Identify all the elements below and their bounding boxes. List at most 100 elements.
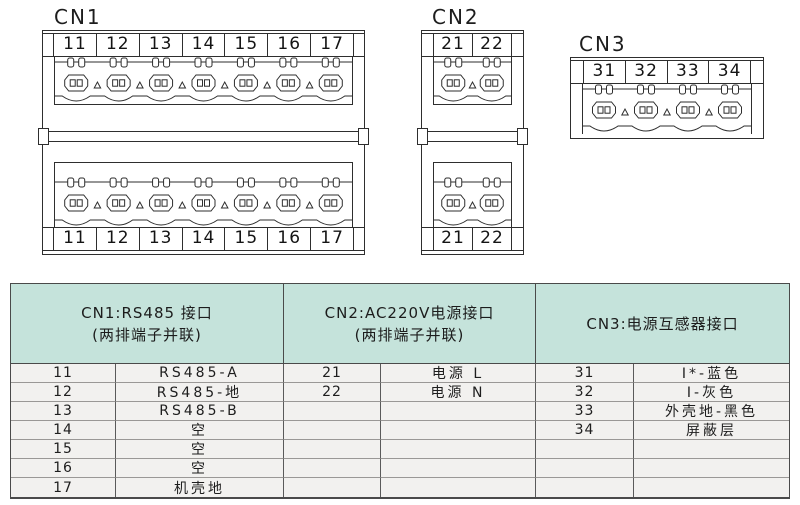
terminal-number: 31	[583, 61, 625, 83]
terminal-block-drawing	[434, 57, 511, 102]
pin-description-cell: 空	[116, 459, 284, 478]
terminal-number: 22	[472, 228, 511, 250]
pin-number-cell: 13	[11, 402, 116, 421]
pin-description-cell	[381, 478, 536, 497]
lower-terminal-block	[433, 162, 512, 228]
pin-number-cell: 14	[11, 421, 116, 440]
pin-number-cell	[284, 440, 381, 459]
terminal-block-drawing	[583, 84, 751, 132]
pin-description-cell: I-灰色	[634, 383, 789, 402]
pin-description-cell	[381, 440, 536, 459]
pin-description-cell: 机壳地	[116, 478, 284, 497]
pin-number-cell: 11	[11, 364, 116, 383]
pin-number-cell	[284, 459, 381, 478]
upper-terminal-block	[582, 84, 752, 134]
pin-number-cell: 31	[536, 364, 634, 383]
rail-end-clip	[358, 128, 369, 145]
table-header-cn1-title: CN1:RS485 接口	[81, 303, 213, 322]
terminal-number: 16	[267, 228, 310, 250]
table-header-cn1-subtitle: (两排端子并联)	[92, 325, 202, 344]
table-header-cn3: CN3:电源互感器接口	[536, 284, 789, 364]
pin-number-cell: 16	[11, 459, 116, 478]
pin-description-cell: 外壳地-黑色	[634, 402, 789, 421]
terminal-number: 13	[138, 228, 182, 250]
din-rail-band	[38, 128, 369, 145]
terminal-number: 21	[433, 228, 472, 250]
terminal-number: 14	[181, 34, 225, 56]
table-header-cn2-title: CN2:AC220V电源接口	[324, 303, 495, 322]
pin-description-cell: I*-蓝色	[634, 364, 789, 383]
pin-number-cell	[536, 478, 634, 497]
pin-number-cell	[536, 440, 634, 459]
pin-description-cell: 电源 N	[381, 383, 536, 402]
pin-description-cell	[381, 421, 536, 440]
pin-number-cell: 15	[11, 440, 116, 459]
number-row-edge-spacer	[43, 34, 53, 56]
number-row-edge-spacer	[571, 61, 583, 83]
terminal-number: 17	[310, 228, 353, 250]
upper-terminal-block	[433, 57, 512, 105]
upper-terminal-block	[54, 57, 353, 105]
terminal-number: 12	[95, 228, 139, 250]
number-row-edge-spacer	[511, 228, 523, 250]
table-header-cn1: CN1:RS485 接口 (两排端子并联)	[11, 284, 284, 364]
pin-number-cell: 22	[284, 383, 381, 402]
number-row-edge-spacer	[422, 34, 433, 56]
table-header-cn2: CN2:AC220V电源接口 (两排端子并联)	[284, 284, 536, 364]
terminal-number: 16	[267, 34, 310, 56]
terminal-number: 22	[472, 34, 511, 56]
pin-description-cell: RS485-A	[116, 364, 284, 383]
terminal-number: 13	[138, 34, 182, 56]
pin-number-cell: 33	[536, 402, 634, 421]
terminal-number: 15	[224, 34, 267, 56]
number-row-edge-spacer	[422, 228, 433, 250]
terminal-number: 33	[666, 61, 709, 83]
pin-number-cell: 12	[11, 383, 116, 402]
terminal-number: 11	[53, 228, 96, 250]
pin-number-cell: 17	[11, 478, 116, 497]
pin-description-cell	[381, 402, 536, 421]
lower-terminal-block	[54, 162, 353, 228]
terminal-number: 11	[53, 34, 96, 56]
pin-number-cell: 34	[536, 421, 634, 440]
pin-description-cell: 空	[116, 440, 284, 459]
pin-description-cell: 空	[116, 421, 284, 440]
terminal-block-drawing	[55, 57, 352, 102]
table-header-cn3-title: CN3:电源互感器接口	[586, 314, 739, 333]
pin-description-cell	[634, 459, 789, 478]
rail-end-clip	[517, 128, 528, 145]
number-row-edge-spacer	[353, 34, 364, 56]
terminal-number: 32	[624, 61, 667, 83]
number-row-edge-spacer	[43, 228, 53, 250]
pin-description-cell	[381, 459, 536, 478]
pin-number-cell	[284, 421, 381, 440]
terminal-number: 14	[181, 228, 225, 250]
pin-description-cell: 屏蔽层	[634, 421, 789, 440]
pin-description-cell: RS485-B	[116, 402, 284, 421]
pin-number-cell: 32	[536, 383, 634, 402]
terminal-number: 34	[708, 61, 750, 83]
rail-end-clip	[417, 128, 428, 145]
pin-assignment-table: CN1:RS485 接口 (两排端子并联) CN2:AC220V电源接口 (两排…	[10, 283, 790, 499]
pin-description-cell	[634, 478, 789, 497]
pin-number-cell	[284, 402, 381, 421]
pin-number-cell	[536, 459, 634, 478]
din-rail-band	[417, 128, 528, 145]
pin-description-cell: 电源 L	[381, 364, 536, 383]
number-row-edge-spacer	[511, 34, 523, 56]
pin-description-cell: RS485-地	[116, 383, 284, 402]
terminal-number: 21	[433, 34, 472, 56]
terminal-block-drawing	[434, 177, 511, 226]
pin-description-cell	[634, 440, 789, 459]
number-row-edge-spacer	[750, 61, 763, 83]
table-header-cn2-subtitle: (两排端子并联)	[354, 325, 465, 344]
connector-cn2-label: CN2	[432, 5, 480, 29]
